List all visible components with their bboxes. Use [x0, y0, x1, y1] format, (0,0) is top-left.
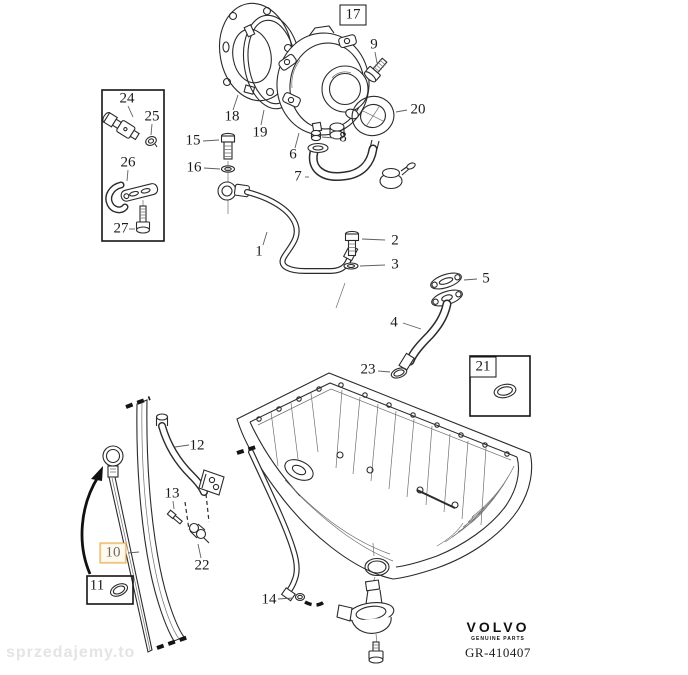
drawing-reference: GR-410407: [465, 645, 531, 660]
part-callout-5: 5: [482, 270, 490, 287]
dipstick-drawing: [80, 445, 153, 653]
part-callout-7: 7: [294, 168, 302, 185]
part-callout-8: 8: [339, 129, 347, 146]
bolt-2-washer-3-drawing: [343, 230, 360, 270]
part-callout-16: 16: [186, 159, 202, 176]
part-callout-20: 20: [410, 101, 426, 118]
part-callout-15: 15: [185, 132, 201, 149]
part-21-box: [469, 355, 531, 417]
return-pipe-drawing: [390, 272, 463, 379]
part-callout-1: 1: [255, 243, 263, 260]
part-callout-12: 12: [189, 437, 205, 454]
watermark: sprzedajemy.to: [6, 644, 136, 661]
arrow-icon: [91, 466, 103, 481]
part-callout-2: 2: [391, 232, 399, 249]
part-callout-24: 24: [119, 90, 135, 107]
part-callout-19: 19: [252, 124, 268, 141]
part-callout-26: 26: [120, 154, 136, 171]
oil-pump-assembly-drawing: [218, 2, 416, 190]
part-callout-10: 10: [99, 542, 127, 564]
lower-dipstick-tube-drawing: [155, 413, 326, 607]
dipstick-guide-tube-drawing: [125, 396, 192, 650]
oil-pipe-1-drawing: [217, 132, 359, 309]
volvo-branding: VOLVO GENUINE PARTS GR-410407: [440, 619, 556, 661]
part-callout-6: 6: [289, 146, 297, 163]
volvo-logo: VOLVO: [466, 619, 530, 635]
part-callout-21: 21: [469, 356, 497, 378]
part-callout-9: 9: [370, 36, 378, 53]
part-callout-22: 22: [194, 557, 210, 574]
part-callout-17: 17: [339, 4, 367, 26]
part-callout-23: 23: [360, 361, 376, 378]
part-callout-3: 3: [391, 256, 399, 273]
parts-box-24-27: [101, 89, 165, 242]
volvo-logo-subtext: GENUINE PARTS: [471, 636, 525, 642]
part-callout-18: 18: [224, 108, 240, 125]
part-11-box: [86, 575, 134, 605]
part-callout-4: 4: [390, 314, 398, 331]
leader-lines: [126, 51, 478, 600]
part-callout-14: 14: [261, 591, 277, 608]
part-callout-25: 25: [144, 108, 160, 125]
part-callout-11: 11: [89, 577, 105, 594]
part-callout-27: 27: [113, 220, 129, 237]
bolt-9-drawing: [363, 57, 388, 83]
oil-pan-drawing: [236, 372, 533, 580]
oil-level-sensor-drawing: [336, 542, 395, 664]
part-callout-13: 13: [164, 485, 180, 502]
seal-ring-20-drawing: [351, 95, 395, 137]
